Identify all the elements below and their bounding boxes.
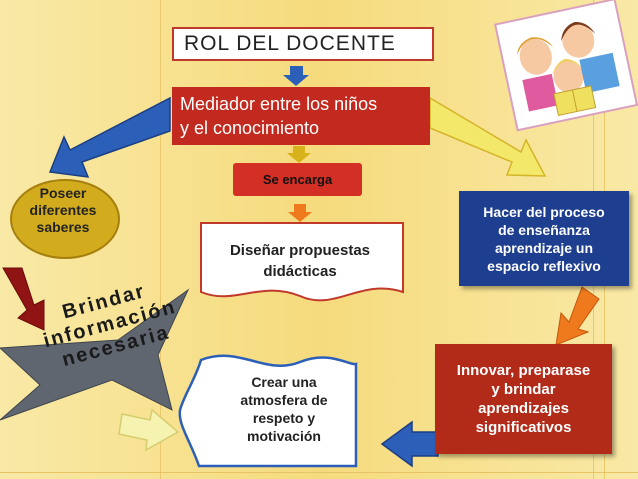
crear-line4: motivación	[247, 428, 321, 444]
disenar-text: Diseñar propuestas didácticas	[205, 240, 395, 282]
mediator-line2: y el conocimiento	[180, 118, 320, 138]
poseer-line1: Poseer	[39, 185, 87, 201]
mediator-box: Mediador entre los niños y el conocimien…	[172, 87, 430, 145]
crear-document	[178, 354, 358, 468]
disenar-document	[200, 222, 404, 302]
innovar-line3: aprendizajes	[478, 400, 569, 417]
title-text: ROL DEL DOCENTE	[184, 32, 396, 55]
crear-line2: atmosfera de	[240, 392, 328, 408]
arrow-yellow-right	[118, 408, 180, 452]
hacer-line4: espacio reflexivo	[487, 257, 601, 274]
arrow-to-poseer	[48, 96, 171, 178]
arrow-down-3	[288, 204, 312, 222]
poseer-text: Poseer diferentes saberes	[22, 185, 104, 236]
arrow-to-brindar	[2, 267, 45, 331]
children-reading-illustration	[493, 0, 638, 132]
mediator-line1: Mediador entre los niños	[180, 94, 378, 114]
poseer-line3: saberes	[36, 219, 90, 235]
crear-text: Crear una atmosfera de respeto y motivac…	[221, 373, 347, 445]
hacer-box: Hacer del proceso de enseñanza aprendiza…	[459, 191, 629, 286]
grid-line	[160, 0, 161, 479]
innovar-line2: y brindar	[491, 381, 556, 398]
disenar-line2: didácticas	[263, 263, 337, 280]
arrow-blue-left	[380, 420, 439, 468]
se-encarga-text: Se encarga	[262, 172, 333, 187]
grid-line	[0, 472, 638, 473]
innovar-line1: Innovar, preparase	[456, 362, 591, 379]
arrow-down-2	[287, 146, 311, 163]
brindar-star	[0, 288, 190, 421]
hacer-line2: de enseñanza	[498, 221, 590, 238]
se-encarga-box: Se encarga	[233, 163, 362, 196]
poseer-oval	[10, 179, 120, 259]
title-box: ROL DEL DOCENTE	[172, 27, 434, 61]
arrow-to-hacer	[429, 96, 547, 177]
hacer-line1: Hacer del proceso	[483, 203, 605, 220]
arrow-down-1	[283, 66, 309, 86]
arrow-to-innovar	[555, 286, 600, 346]
hacer-line3: aprendizaje un	[494, 239, 593, 256]
innovar-box: Innovar, preparase y brindar aprendizaje…	[435, 344, 612, 454]
poseer-line2: diferentes	[29, 202, 97, 218]
crear-line1: Crear una	[251, 374, 317, 390]
crear-line3: respeto y	[252, 410, 316, 426]
disenar-line1: Diseñar propuestas	[229, 242, 371, 259]
innovar-line4: significativos	[475, 419, 572, 436]
